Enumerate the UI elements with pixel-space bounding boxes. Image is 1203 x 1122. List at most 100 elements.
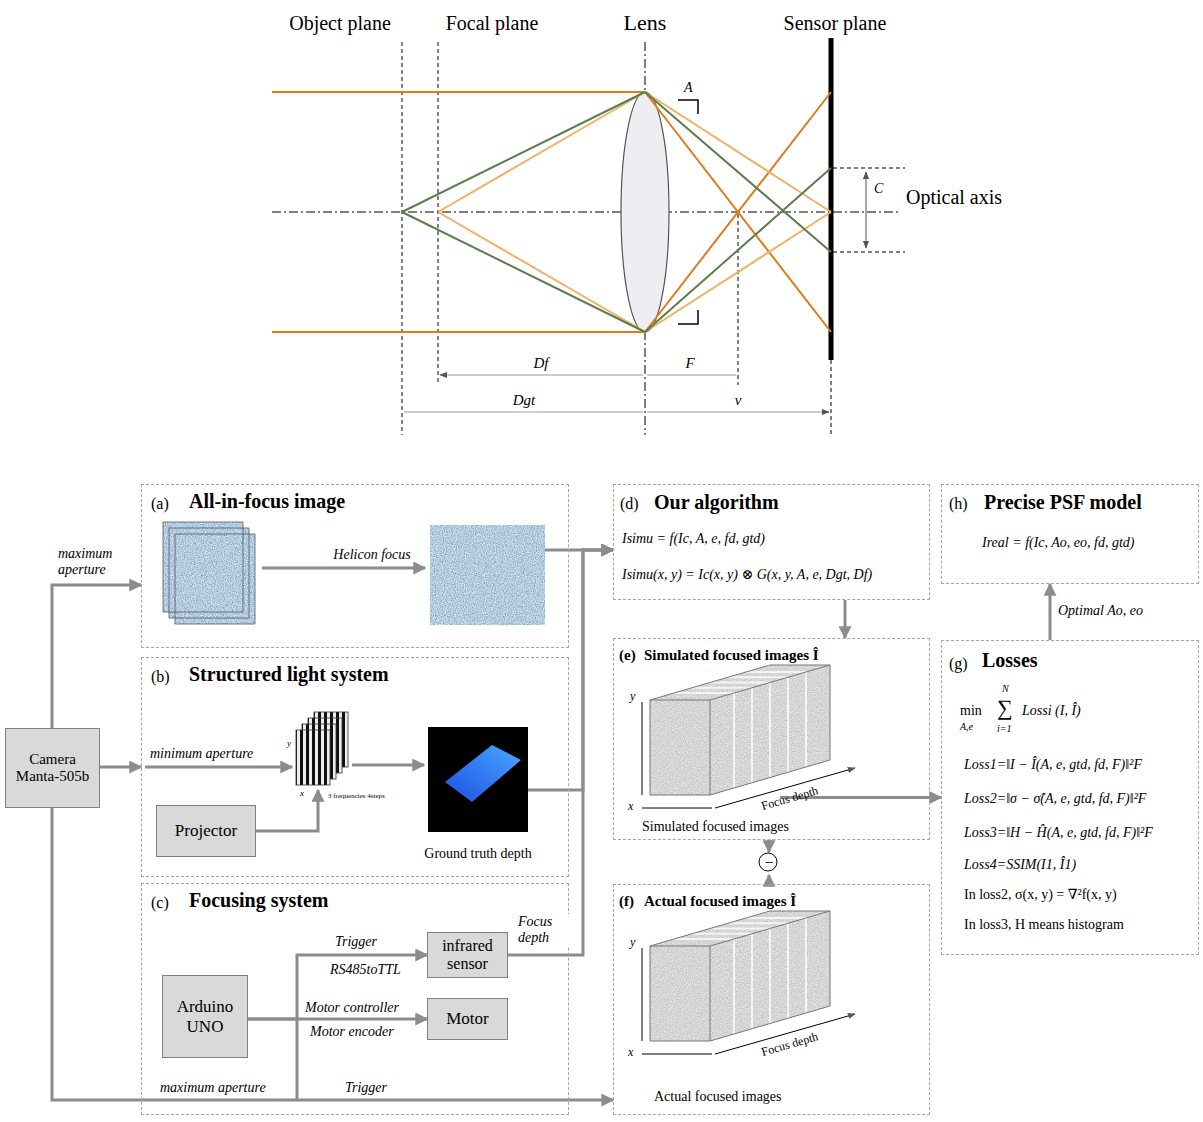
text-label: Motor encoder [310, 1024, 394, 1040]
text-label: Lens [624, 10, 667, 35]
flow-arrow [256, 790, 318, 831]
process-box: Motor [427, 998, 508, 1040]
text-label: Focal plane [446, 12, 539, 35]
panel-text: Ireal = f(Ic, Ao, eo, fd, gtd) [982, 535, 1135, 551]
box-label: Arduino UNO [166, 997, 244, 1036]
text-label: Object plane [289, 12, 391, 35]
box-label: − [764, 854, 773, 872]
image-stack [642, 911, 855, 1054]
process-box: infrared sensor [427, 932, 508, 978]
connector [248, 1018, 427, 1021]
edge-label: Motor controller [305, 1000, 399, 1016]
stack-outline [650, 665, 830, 795]
ray-object [402, 92, 831, 332]
edge-label: Trigger [335, 934, 377, 950]
text-label: Focus depth [760, 1030, 820, 1059]
panel-text: Our algorithm [654, 491, 779, 514]
connector [768, 840, 771, 852]
blur-extent [833, 168, 905, 252]
image-stack [642, 665, 855, 808]
text-label: y [287, 738, 291, 748]
panel-text: i=1 [997, 723, 1012, 735]
ray-parallel [272, 92, 831, 332]
panel-text: Actual focused images [654, 1089, 782, 1105]
panel: (d)Our algorithmIsimu = f(Ic, A, e, fd, … [613, 484, 930, 600]
panel-tag: (h) [949, 495, 968, 513]
flow-line [528, 789, 569, 792]
process-box: Projector [156, 805, 256, 857]
flow-arrow [145, 766, 292, 769]
text-label: y [630, 690, 635, 704]
lens [621, 92, 669, 332]
operator-circle: − [758, 852, 780, 875]
panel-text: In loss3, H means histogram [964, 917, 1124, 933]
panel-text: In loss2, σ(x, y) = ∇²f(x, y) [964, 887, 1117, 903]
optical-axis [272, 212, 900, 213]
flow-line [545, 549, 569, 552]
text-label: Helicon focus [333, 547, 410, 563]
flow-arrow [352, 764, 424, 767]
panel: (f) Actual focused images Î Actual focused… [613, 884, 930, 1115]
edge-label: Trigger [345, 1080, 387, 1096]
panel-tag: (g) [949, 655, 968, 673]
text-label: Df [534, 355, 549, 372]
text-label: x [300, 788, 304, 798]
panel: (g)LossesminA,eN∑i=1Lossi (I, Î)Loss1=‖I… [941, 640, 1199, 955]
connector [768, 875, 771, 884]
ray-focal [438, 92, 831, 332]
panel: (a) All-in-focus image [141, 484, 569, 648]
panel-tag: (f) [619, 893, 634, 910]
aperture-bracket [678, 100, 698, 324]
panel-text: Isimu(x, y) = Ic(x, y) ⊗ G(x, y, A, e, D… [622, 567, 872, 583]
panel: (b)Structured light systemProjector [141, 657, 569, 877]
panel-text: A,e [960, 721, 973, 733]
wire [296, 1019, 299, 1100]
panel-text: Loss3=‖H − Ĥ(A, e, gtd, fd, F)‖²F [964, 825, 1153, 841]
connector [1049, 584, 1052, 640]
blur-arrow [866, 172, 867, 248]
depth-map [428, 727, 528, 832]
panel-text: N [1002, 683, 1009, 695]
panel-text: Focusing system [189, 889, 328, 912]
panel-text: Structured light system [189, 663, 389, 686]
panel-text: Loss4=SSIM(I1, Î1) [964, 857, 1076, 873]
connector [248, 955, 427, 1019]
text-label: x [628, 800, 633, 814]
edge-label: minimum aperture [150, 746, 253, 762]
box-label: infrared sensor [431, 937, 504, 974]
panel-tag: (c) [151, 894, 169, 912]
text-label: Dgt [513, 392, 536, 409]
panel-text: ∑ [997, 695, 1013, 720]
panel-tag: (a) [151, 495, 169, 513]
text-label: Sensor plane [784, 12, 887, 35]
panel-text: Loss1=‖I − Î(A, e, gtd, fd, F)‖²F [964, 757, 1142, 773]
axis-arrow [642, 702, 855, 808]
text-label: F [685, 355, 694, 372]
dimension-line [404, 375, 829, 412]
connector [52, 585, 141, 728]
panel-text: All-in-focus image [189, 490, 345, 513]
box-label: Projector [175, 821, 237, 841]
text-label: Optical axis [906, 186, 1002, 209]
plane-line [402, 42, 831, 435]
panel-text: Isimu = f(Ic, A, e, fd, gtd) [622, 531, 765, 547]
text-label: RS485toTTL [330, 962, 401, 978]
text-label: x [628, 1046, 633, 1060]
panel-text: Lossi (I, Î) [1022, 703, 1081, 719]
connector [569, 550, 613, 790]
edge-label: Optimal Ao, eo [1058, 603, 1143, 619]
edge-label: maximum aperture [58, 546, 130, 578]
all-in-focus-image [430, 525, 545, 625]
stack-slices [674, 672, 806, 788]
depth-surface [445, 745, 521, 802]
panel-text: Loss2=‖σ − σ̂(A, e, gtd, fd, F)‖²F [964, 791, 1146, 807]
text-label: Focus depth [760, 784, 820, 813]
sensor-plane [829, 38, 834, 360]
panel-text: Actual focused images Î [644, 893, 796, 910]
connector [508, 550, 613, 955]
edge-label: Focus depth [518, 914, 576, 946]
text-label: v [735, 392, 742, 409]
